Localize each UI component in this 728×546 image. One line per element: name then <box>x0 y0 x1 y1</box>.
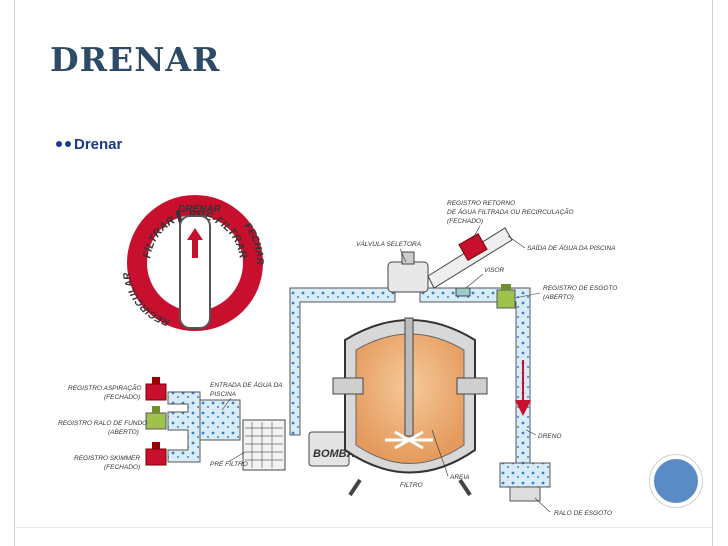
tank-clamp-left <box>332 377 364 395</box>
pre-filter <box>242 419 286 471</box>
label-registro-ralo-1: REGISTRO RALO DE FUNDO <box>58 420 147 427</box>
skimmer-valve-closed <box>145 448 167 466</box>
label-entrada-agua-1: ENTRADA DE ÁGUA DA <box>210 380 282 389</box>
pre-filter-mesh <box>245 422 283 468</box>
label-registro-skimmer-2: (FECHADO) <box>104 464 140 471</box>
label-registro-retorno-3: (FECHADO) <box>447 218 483 225</box>
dial-drenar: DRENAR <box>178 204 222 215</box>
subtitle-text: Drenar <box>74 136 123 153</box>
leader-lines <box>221 225 551 513</box>
pump-label: BOMBA <box>313 448 355 460</box>
label-registro-esgoto-2: (ABERTO) <box>543 294 574 301</box>
label-registro-skimmer-1: REGISTRO SKIMMER <box>74 455 140 462</box>
label-areia: AREIA <box>449 474 470 481</box>
decorative-circle <box>650 455 702 507</box>
slide-frame-bottom <box>14 527 712 528</box>
up-arrow-icon <box>187 228 203 258</box>
aspiration-valve-closed <box>145 383 167 401</box>
selector-valve-body <box>387 261 429 293</box>
selector-valve-knob <box>401 251 415 265</box>
sewer-valve-handle <box>501 284 511 290</box>
return-valve-closed <box>458 233 488 261</box>
sight-glass <box>455 287 471 297</box>
drain-outlet <box>509 486 541 502</box>
slide-frame-left <box>14 0 15 546</box>
label-entrada-agua-2: PISCINA <box>210 391 236 398</box>
tank-legs <box>348 478 472 497</box>
filter-laterals <box>385 430 433 450</box>
filter-central-tube <box>404 317 414 437</box>
filter-tank <box>332 317 488 497</box>
label-registro-esgoto-1: REGISTRO DE ESGOTO <box>543 285 617 292</box>
label-pre-filtro: PRÉ FILTRO <box>210 459 248 468</box>
slide-frame-right <box>712 0 713 546</box>
label-registro-aspiracao-2: (FECHADO) <box>104 394 140 401</box>
label-registro-retorno-2: DE ÁGUA FILTRADA OU RECIRCULAÇÃO <box>447 207 574 216</box>
label-ralo-esgoto: RALO DE ESGOTO <box>554 510 612 517</box>
diagram-labels: REGISTRO RETORNO DE ÁGUA FILTRADA OU REC… <box>58 200 617 517</box>
pipe-intake-box <box>199 399 241 441</box>
slide-title: DRENAR <box>50 40 221 79</box>
selector-dial: FILTRAR ▌ PRÉ-FILTRAR RECIRCULAR FECHAR … <box>121 195 265 331</box>
label-filtro: FILTRO <box>400 482 423 489</box>
label-saida-agua: SAÍDA DE ÁGUA DA PISCINA <box>527 243 616 252</box>
bullet-dot <box>65 141 71 147</box>
label-registro-aspiracao-1: REGISTRO ASPIRAÇÃO <box>68 383 141 392</box>
slide-subtitle: Drenar <box>56 136 122 153</box>
tank-clamp-right <box>456 377 488 395</box>
bottom-drain-valve-open <box>145 412 167 430</box>
pipe-pump-to-valve <box>289 287 396 436</box>
label-visor: VISOR <box>484 267 505 274</box>
label-valvula-seletora: VÁLVULA SELETORA <box>356 239 421 248</box>
bullet-dot <box>56 141 62 147</box>
sewer-valve-open <box>496 289 516 309</box>
dial-handle <box>179 215 211 329</box>
drain-box <box>499 462 551 488</box>
intake-valves <box>145 377 167 466</box>
label-registro-retorno-1: REGISTRO RETORNO <box>447 200 515 207</box>
label-dreno: DRENO <box>538 433 561 440</box>
label-registro-ralo-2: (ABERTO) <box>108 429 139 436</box>
